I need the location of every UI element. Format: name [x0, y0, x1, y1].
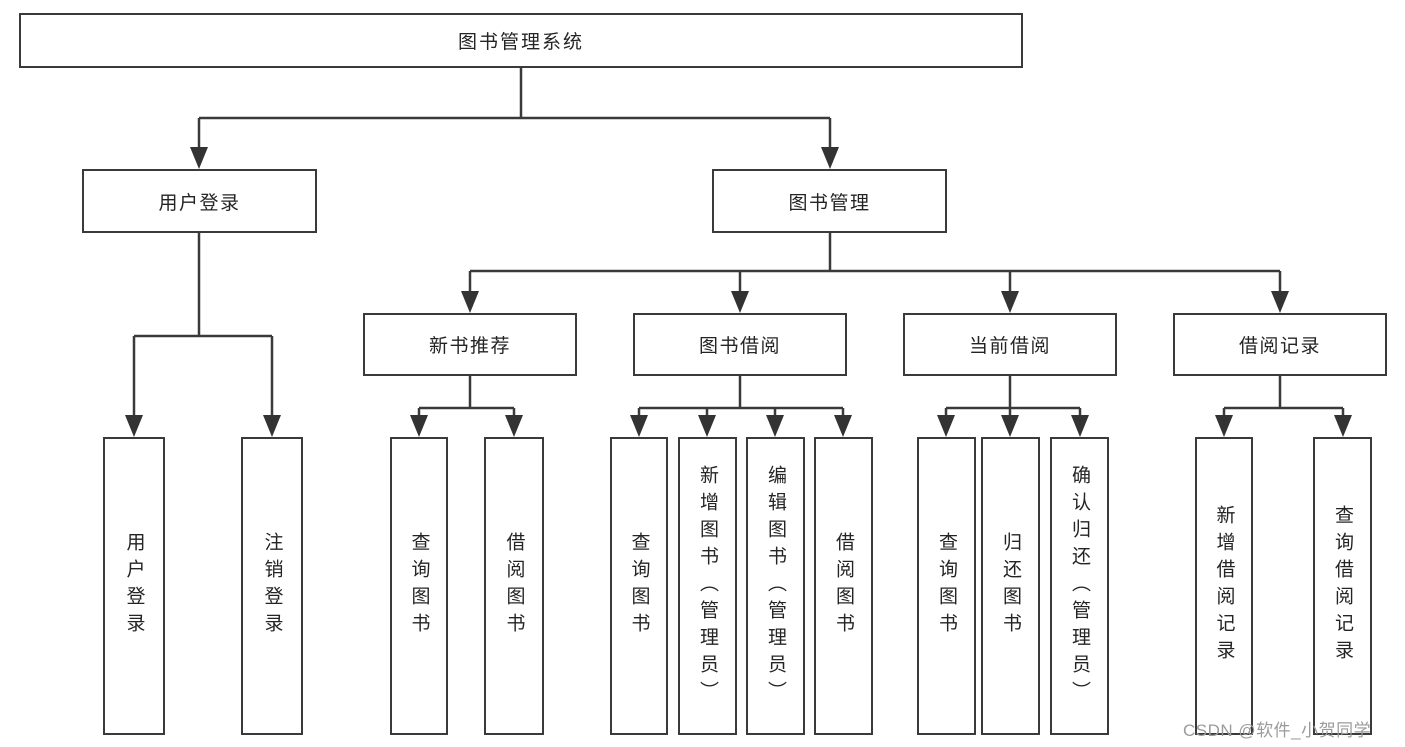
leaf-confirm-return-admin: 确认归还（管理员）: [1050, 437, 1109, 735]
leaf-edit-books-admin: 编辑图书（管理员）: [746, 437, 805, 735]
leaf-add-borrow-record: 新增借阅记录: [1195, 437, 1253, 735]
node-label: 图书管理系统: [457, 32, 584, 53]
node-label: 归还图书: [1000, 532, 1021, 640]
node-book-borrowing: 图书借阅: [633, 313, 847, 376]
node-book-management-module: 图书管理: [712, 169, 947, 233]
node-label: 确认归还（管理员）: [1069, 464, 1090, 708]
connector-arrowheads: [125, 147, 1352, 437]
leaf-query-books-borrowing: 查询图书: [610, 437, 668, 735]
leaf-return-books: 归还图书: [981, 437, 1040, 735]
node-label: 图书借阅: [698, 336, 781, 357]
node-label: 用户登录: [158, 192, 241, 214]
node-label: 编辑图书（管理员）: [765, 464, 786, 708]
node-label: 当前借阅: [968, 336, 1051, 357]
node-label: 借阅记录: [1238, 336, 1321, 357]
node-label: 新增借阅记录: [1213, 505, 1235, 667]
leaf-user-login: 用户登录: [103, 437, 165, 735]
node-label: 新增图书（管理员）: [697, 464, 718, 708]
node-current-borrowing: 当前借阅: [903, 313, 1117, 376]
csdn-watermark: CSDN @软件_小贺同学: [1183, 721, 1372, 740]
leaf-query-books-current: 查询图书: [917, 437, 976, 735]
leaf-borrow-books-recommend: 借阅图书: [484, 437, 544, 735]
node-label: 借阅图书: [503, 532, 525, 640]
node-user-login-module: 用户登录: [82, 169, 317, 233]
node-borrow-records: 借阅记录: [1173, 313, 1387, 376]
leaf-query-books-recommend: 查询图书: [390, 437, 448, 735]
leaf-add-books-admin: 新增图书（管理员）: [678, 437, 737, 735]
node-new-book-recommend: 新书推荐: [363, 313, 577, 376]
node-label: 查询借阅记录: [1332, 505, 1353, 667]
node-label: 用户登录: [123, 532, 145, 640]
node-label: 查询图书: [408, 532, 430, 640]
node-label: 新书推荐: [428, 336, 511, 357]
node-library-management-system: 图书管理系统: [19, 13, 1023, 68]
leaf-borrow-books: 借阅图书: [814, 437, 873, 735]
node-label: 查询图书: [628, 532, 650, 640]
leaf-query-borrow-record: 查询借阅记录: [1313, 437, 1372, 735]
node-label: 查询图书: [936, 532, 957, 640]
connector-lines: [132, 68, 1345, 418]
leaf-logout: 注销登录: [241, 437, 303, 735]
node-label: 图书管理: [788, 192, 871, 214]
node-label: 注销登录: [261, 532, 283, 640]
node-label: 借阅图书: [833, 532, 854, 640]
